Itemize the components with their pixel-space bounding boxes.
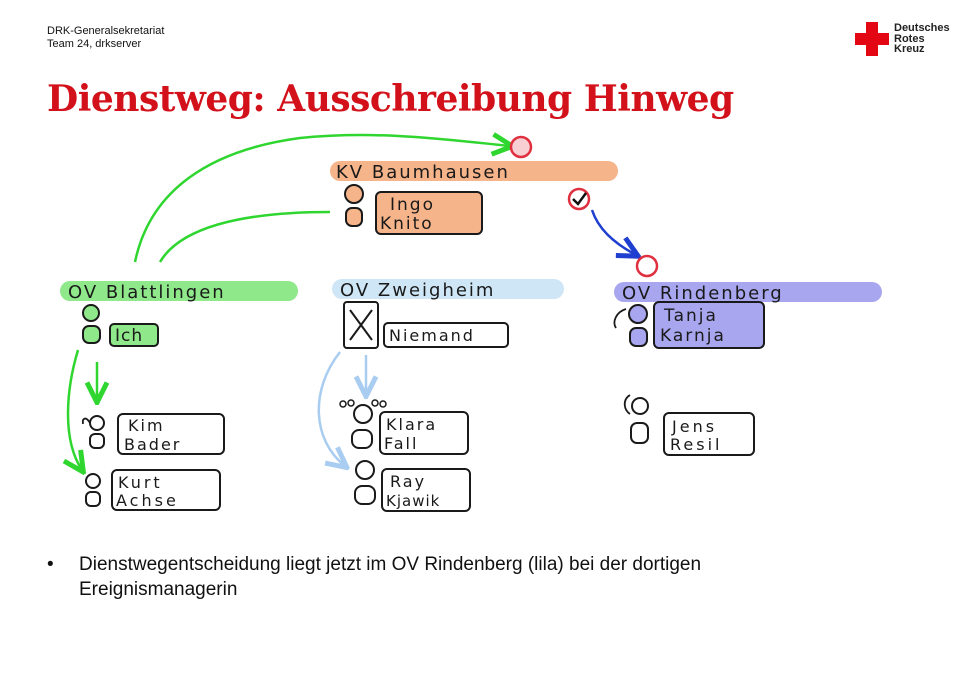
red-cross-icon — [855, 22, 889, 56]
org-line-1: DRK-Generalsekretariat — [47, 25, 165, 37]
ov1-lead: Ich — [115, 326, 143, 346]
ov2-member-2-icon — [354, 460, 376, 505]
ov2-member-2-last: Kjawik — [386, 492, 440, 510]
kv-person-first: Ingo — [390, 195, 435, 215]
kv-person-box — [375, 191, 483, 235]
light-blue-arrow-2 — [317, 351, 345, 466]
ov3-member-1-last: Resil — [670, 435, 722, 454]
ov1-member-2-first: Kurt — [118, 473, 163, 492]
ov3-label-bar — [614, 282, 882, 302]
ov2-lead-box — [383, 322, 509, 348]
checkmark-icon — [567, 187, 591, 211]
kv-person-icon — [344, 184, 364, 227]
ov1-label: OV Blattlingen — [68, 282, 226, 303]
ov2-lead: Niemand — [389, 326, 475, 345]
ov2-member-1-box — [379, 411, 469, 455]
ov2-member-2-box — [381, 468, 471, 512]
ov3-person-icon — [613, 304, 648, 347]
ov1-member-1-first: Kim — [128, 416, 165, 435]
vacant-position-icon — [343, 301, 379, 349]
ov2-member-1-icon — [339, 399, 387, 449]
ov2-member-1-last: Fall — [384, 434, 418, 453]
ov3-label: OV Rindenberg — [622, 283, 784, 304]
ov1-member-2-icon — [85, 473, 101, 507]
kv-marker-circle — [509, 135, 533, 159]
logo-wordmark: Deutsches Rotes Kreuz — [894, 22, 950, 55]
bullet-list: • Dienstwegentscheidung liegt jetzt im O… — [47, 552, 807, 602]
kv-label-bar — [330, 161, 618, 181]
ov1-member-1-icon — [81, 415, 105, 449]
org-line-2: Team 24, drkserver — [47, 38, 142, 50]
green-arrow-up-inner — [158, 210, 331, 263]
bullet-dot: • — [47, 554, 54, 575]
ov3-member-1-box — [663, 412, 755, 456]
kv-person-last: Knito — [380, 214, 434, 234]
ov2-member-1-first: Klara — [386, 415, 437, 434]
ov3-member-1-first: Jens — [671, 417, 717, 436]
bullet-item: • Dienstwegentscheidung liegt jetzt im O… — [47, 552, 807, 602]
ov3-marker-circle — [635, 254, 659, 278]
ov1-member-2-box — [111, 469, 221, 511]
drk-logo: Deutsches Rotes Kreuz — [855, 22, 955, 58]
ov1-member-2-last: Achse — [116, 491, 179, 510]
bullet-text: Dienstwegentscheidung liegt jetzt im OV … — [79, 554, 702, 600]
ov1-member-1-box — [117, 413, 225, 455]
ov2-member-2-first: Ray — [390, 472, 426, 491]
green-arrow-up-outer — [133, 135, 510, 263]
ov3-lead-last: Karnja — [660, 326, 726, 346]
blue-arrow — [590, 209, 636, 255]
ov2-label-bar — [332, 279, 564, 299]
ov1-person-icon — [82, 304, 101, 344]
slide-title: Dienstweg: Ausschreibung Hinweg — [47, 78, 734, 120]
header-org: DRK-Generalsekretariat Team 24, drkserve… — [47, 25, 164, 51]
kv-label: KV Baumhausen — [336, 162, 510, 183]
ov1-label-bar — [60, 281, 298, 301]
ov2-label: OV Zweigheim — [340, 280, 495, 301]
green-arrow-down-2 — [68, 349, 82, 470]
ov3-member-1-icon — [623, 394, 649, 444]
ov3-lead-box — [653, 301, 765, 349]
ov3-lead-first: Tanja — [663, 306, 718, 326]
ov1-member-1-last: Bader — [124, 435, 181, 454]
ov1-lead-box — [109, 323, 159, 347]
